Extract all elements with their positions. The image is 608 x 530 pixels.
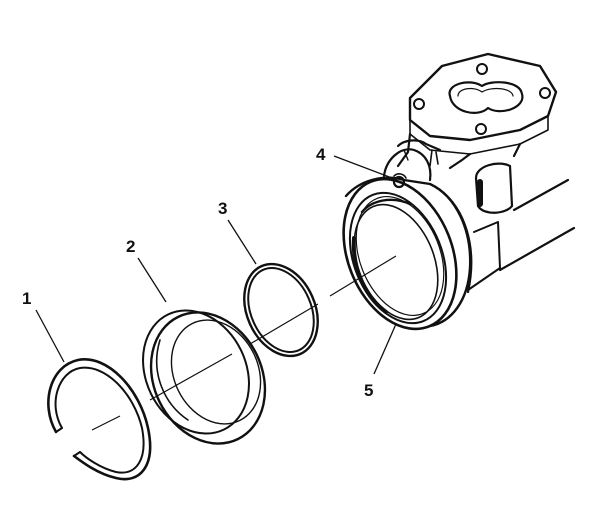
seal-part-2 [142, 309, 267, 445]
callout-1: 1 [22, 289, 31, 308]
side-boss [474, 162, 514, 214]
snap-ring-part-1 [47, 358, 152, 481]
leader-lines [35, 155, 397, 375]
mounting-flange [408, 52, 558, 155]
callout-5: 5 [364, 381, 373, 400]
leader-5 [373, 323, 397, 375]
callout-3: 3 [218, 199, 227, 218]
bolt-hole [539, 87, 551, 99]
bolt-hole [475, 123, 487, 135]
assembly-centerline [91, 255, 397, 431]
leader-1 [35, 309, 65, 363]
leader-3 [227, 219, 257, 265]
o-ring-part-3 [243, 262, 319, 358]
callout-2: 2 [126, 237, 135, 256]
axle-tube [498, 178, 576, 272]
callout-4: 4 [316, 145, 326, 164]
bolt-hole [476, 63, 488, 75]
bolt-hole [413, 98, 425, 110]
housing-assembly [342, 52, 576, 331]
lube-hole [392, 175, 406, 189]
leader-4 [333, 155, 393, 179]
leader-2 [137, 257, 167, 303]
